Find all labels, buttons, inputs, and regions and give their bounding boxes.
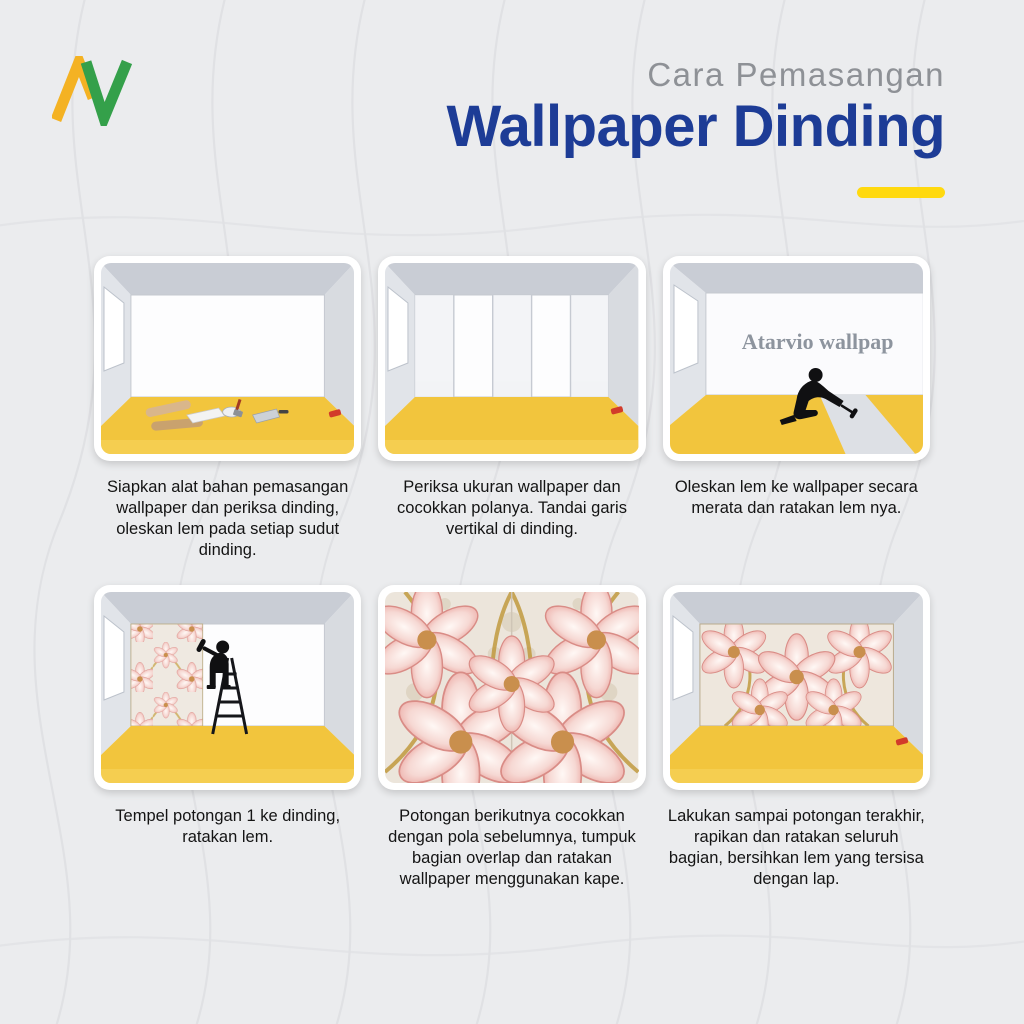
step-2-card	[378, 256, 646, 461]
step-5-illustration	[385, 591, 639, 783]
page-title: Wallpaper Dinding	[446, 94, 946, 159]
step-5-card	[378, 584, 646, 790]
person-silhouette	[779, 368, 858, 425]
vertical-guide-lines	[453, 295, 572, 397]
finished-wallpaper	[699, 623, 894, 726]
header: Cara Pemasangan Wallpaper Dinding	[0, 46, 946, 203]
step-6: Lakukan sampai potongan terakhir, rapika…	[662, 584, 930, 890]
step-3-card: Atarvio wallpap	[662, 256, 930, 461]
person-silhouette	[196, 638, 231, 689]
step-4-illustration	[101, 591, 355, 783]
tools-on-floor	[145, 399, 342, 431]
step-5: Potongan berikutnya cocokkan dengan pola…	[378, 584, 646, 890]
title-underline	[857, 187, 945, 199]
step-3: Atarvio wallpap Oleskan lem ke wallpaper…	[662, 256, 930, 561]
step-6-caption: Lakukan sampai potongan terakhir, rapika…	[667, 806, 925, 888]
step-3-caption: Oleskan lem ke wallpaper secara merata d…	[674, 478, 918, 517]
step-3-illustration: Atarvio wallpap	[669, 263, 923, 454]
step-4-card	[94, 584, 362, 790]
step-1-card	[94, 256, 362, 461]
step-6-card	[662, 584, 930, 790]
step-1: Siapkan alat bahan pemasangan wallpaper …	[94, 256, 362, 561]
step-2-caption: Periksa ukuran wallpaper dan cocokkan po…	[397, 478, 627, 538]
watermark-text: Atarvio wallpap	[741, 329, 893, 354]
applied-wallpaper	[130, 623, 204, 727]
steps-grid: Siapkan alat bahan pemasangan wallpaper …	[94, 256, 930, 890]
step-1-caption: Siapkan alat bahan pemasangan wallpaper …	[107, 478, 349, 559]
step-5-caption: Potongan berikutnya cocokkan dengan pola…	[388, 806, 636, 888]
step-4: Tempel potongan 1 ke dinding, ratakan le…	[94, 584, 362, 890]
atarvio-brand-logo-icon	[50, 46, 133, 135]
header-subtitle: Cara Pemasangan	[647, 56, 945, 93]
step-2-illustration	[385, 263, 639, 454]
step-1-illustration	[101, 263, 355, 454]
step-4-caption: Tempel potongan 1 ke dinding, ratakan le…	[115, 806, 341, 846]
step-2: Periksa ukuran wallpaper dan cocokkan po…	[378, 256, 646, 561]
wallpaper-strip	[819, 395, 916, 454]
step-6-illustration	[669, 591, 923, 783]
wall-panels	[415, 295, 609, 397]
